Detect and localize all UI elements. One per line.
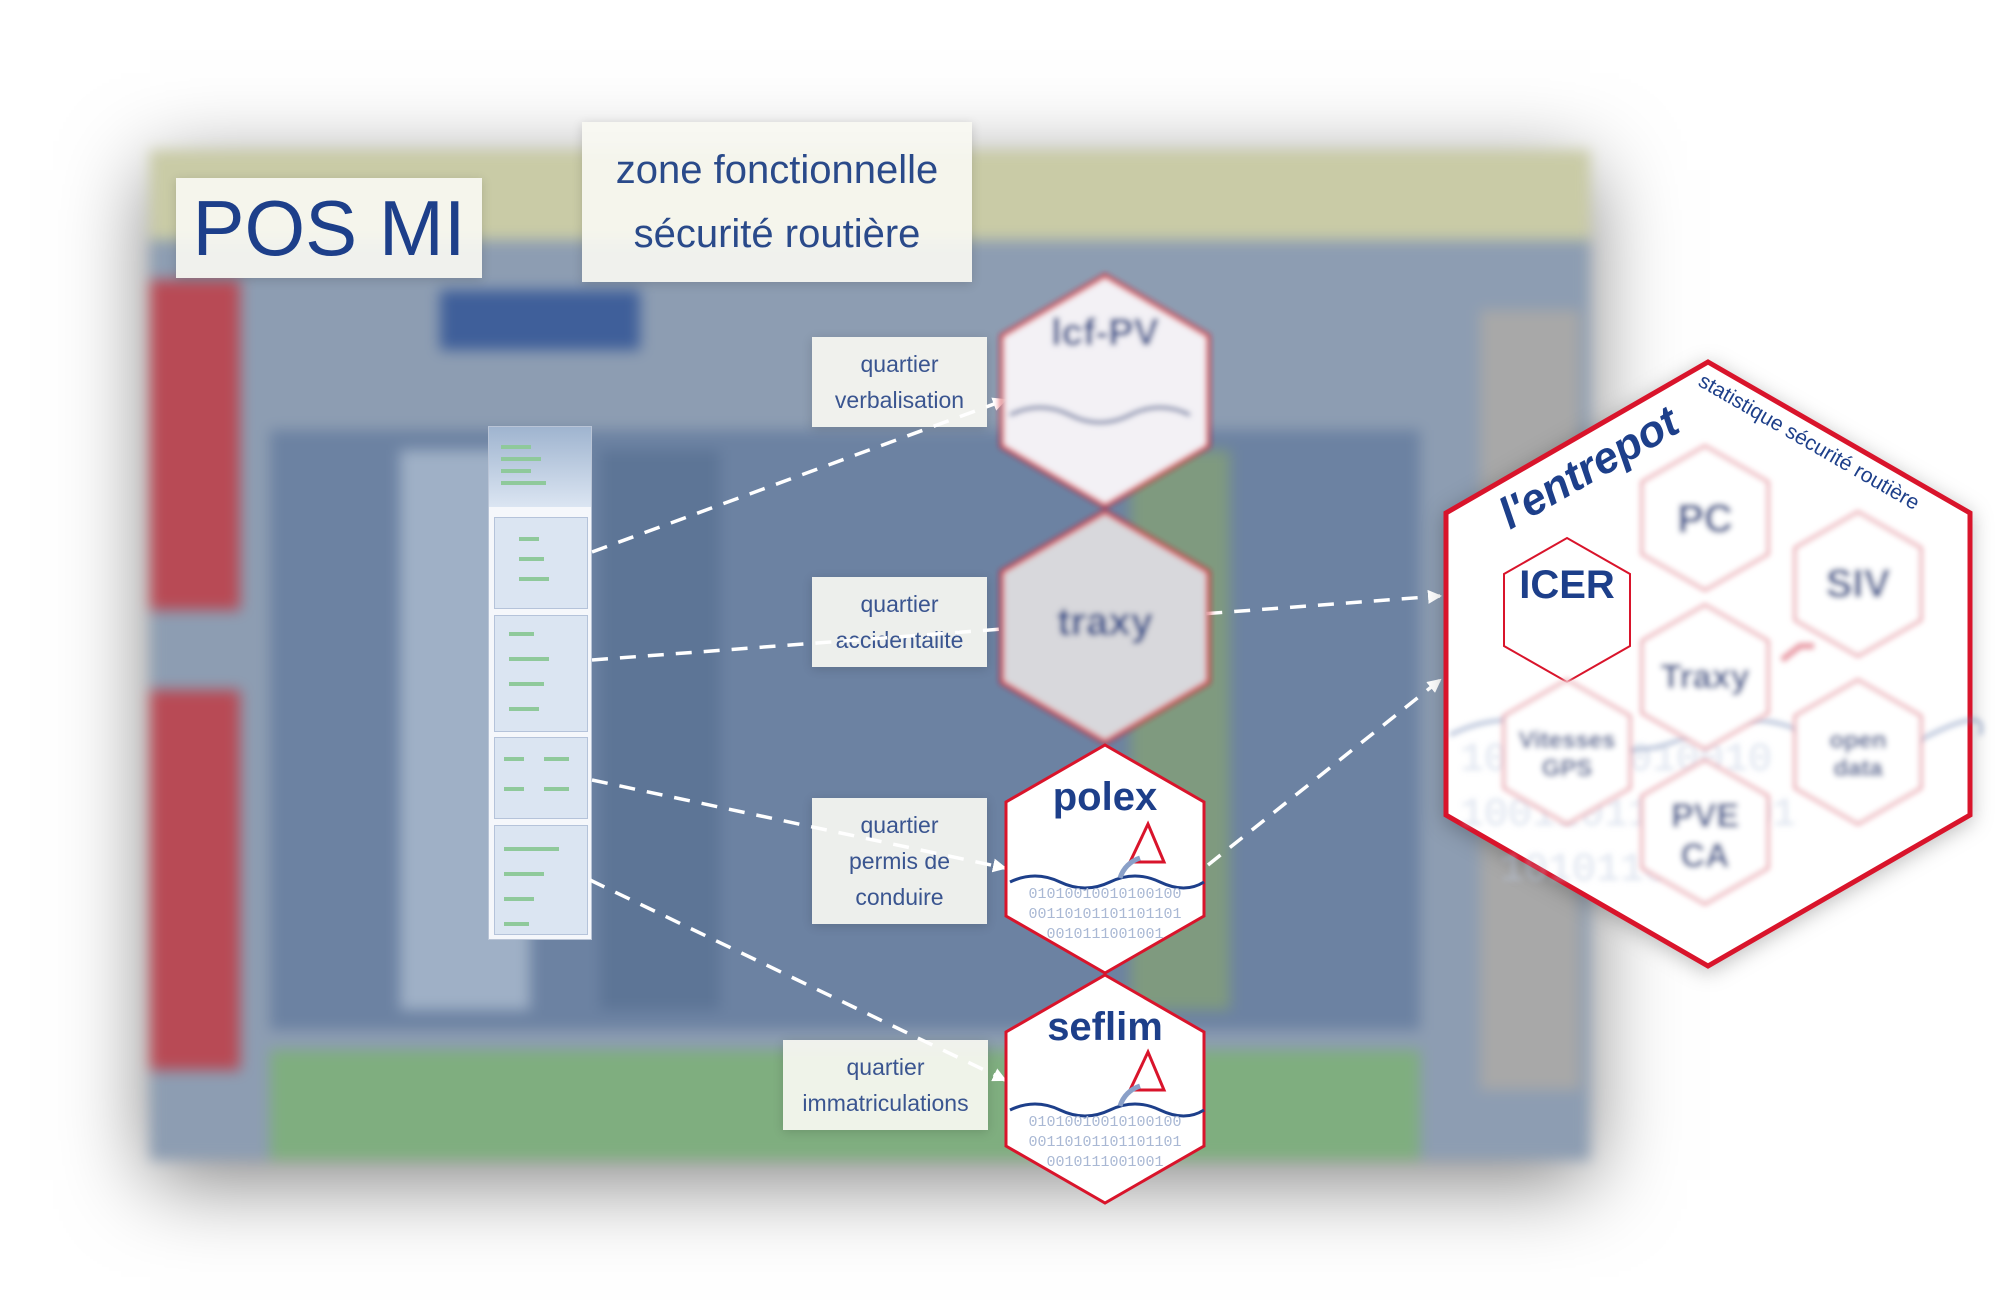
vitesses-line: Vitesses <box>1519 727 1616 754</box>
entrepot-hex: l'entrepot statistique sécurité routière… <box>1443 359 1984 969</box>
arrow-to-lcfpv <box>591 397 1007 554</box>
data-line: data <box>1833 755 1883 782</box>
quartier-permis-label: quartier permis de conduire <box>812 798 987 924</box>
gps-line: GPS <box>1542 755 1593 782</box>
arrow-polex-to-entrepot <box>1206 678 1442 867</box>
seflim-binary-1: 01010010010100100 <box>1028 1114 1181 1131</box>
polex-hex: polex 01010010010100100 0011010110110110… <box>1004 743 1206 975</box>
polex-binary-1: 01010010010100100 <box>1028 886 1181 903</box>
seflim-binary-3: 0010111001001 <box>1046 1154 1163 1171</box>
pos-mi-title: POS MI <box>176 178 482 278</box>
traxy-title: traxy <box>1057 600 1153 644</box>
entrepot-cell-pc: PC <box>1677 497 1733 541</box>
polex-title: polex <box>1053 775 1157 819</box>
pve-line: PVE <box>1671 797 1739 835</box>
ca-line: CA <box>1680 837 1729 875</box>
polex-binary-2: 00110101101101101 <box>1028 906 1181 923</box>
open-line: open <box>1829 727 1886 754</box>
entrepot-cell-siv: SIV <box>1826 562 1891 606</box>
lcfpv-title: lcf-PV <box>1051 312 1159 354</box>
arrow-to-polex <box>591 778 1007 873</box>
seflim-title: seflim <box>1047 1005 1163 1049</box>
lcfpv-hex: lcf-PV <box>1000 273 1210 509</box>
quartier-verbalisation-label: quartier verbalisation <box>812 337 987 427</box>
zone-fonctionnelle-label: zone fonctionnelle sécurité routière <box>582 122 972 282</box>
arrow-to-seflim <box>589 878 1007 1082</box>
polex-binary-3: 0010111001001 <box>1046 926 1163 943</box>
sidebar-mini-panel <box>488 426 592 940</box>
entrepot-cell-traxy: Traxy <box>1661 658 1750 696</box>
entrepot-cell-icer: ICER <box>1519 563 1615 607</box>
seflim-hex: seflim 01010010010100100 001101011011011… <box>1004 973 1206 1205</box>
traxy-hex: traxy <box>1000 509 1210 745</box>
seflim-binary-2: 00110101101101101 <box>1028 1134 1181 1151</box>
